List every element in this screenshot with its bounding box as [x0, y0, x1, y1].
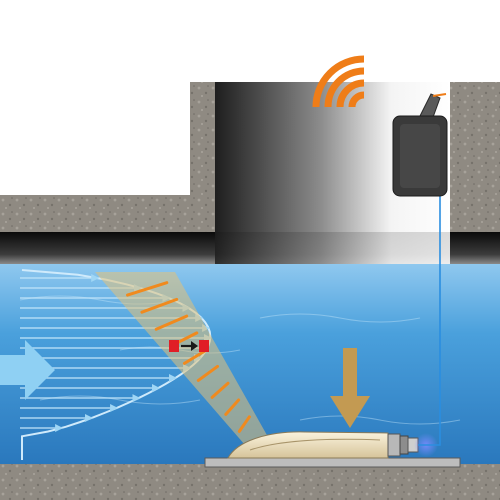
- beam-stripe: [154, 314, 189, 331]
- beam-stripe: [210, 381, 230, 399]
- beam-stripe: [196, 364, 219, 382]
- flow-direction-arrow-icon: [0, 340, 55, 400]
- beam-stripe: [140, 297, 179, 314]
- level-pressure-arrow-icon: [330, 348, 370, 428]
- pipe-floor: [0, 464, 500, 500]
- beam-stripe: [126, 281, 169, 297]
- sensor-cable: [418, 194, 441, 446]
- doppler-marker-icon: [169, 340, 209, 352]
- beam-stripe: [237, 415, 251, 433]
- wireless-signal-icon: [312, 55, 365, 108]
- beam-stripe: [224, 398, 241, 416]
- mounting-plate: [204, 457, 461, 468]
- transmitter-housing-icon: [392, 93, 448, 197]
